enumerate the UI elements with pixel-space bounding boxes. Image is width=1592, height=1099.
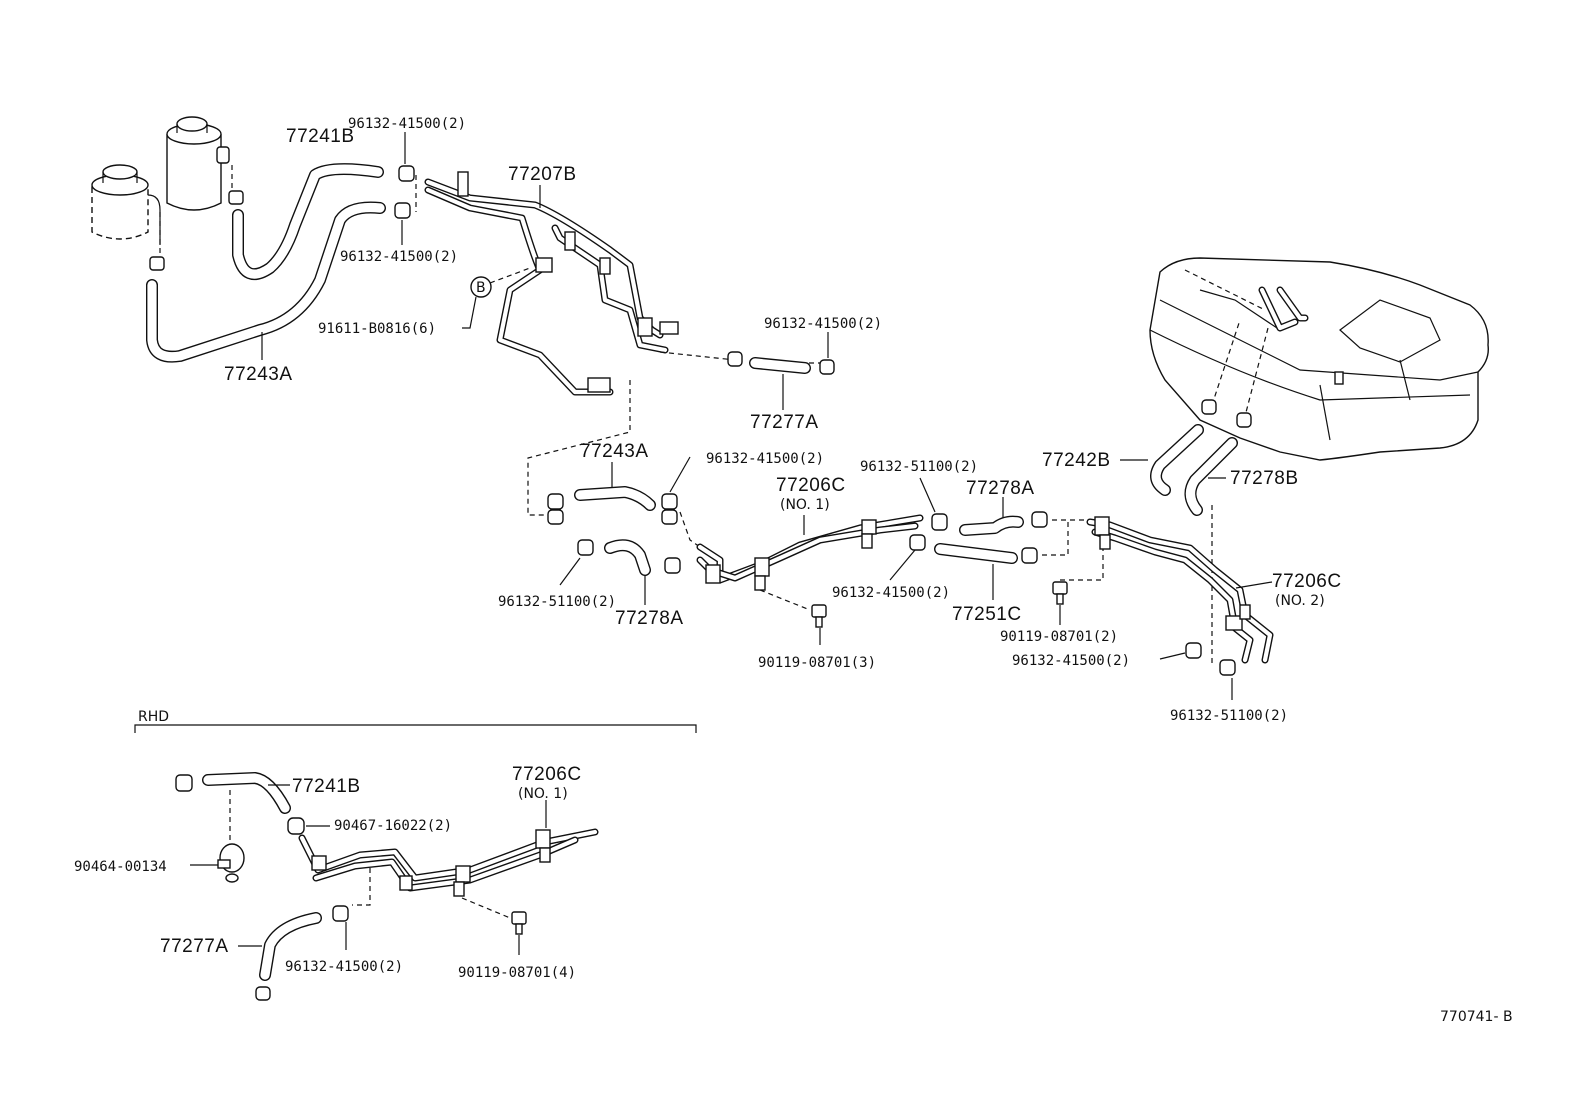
hose-clamp-icon <box>149 190 244 271</box>
label-96132-41500-f: 96132-41500(2) <box>1012 653 1130 669</box>
label-77206c-no1: 77206C <box>776 475 846 496</box>
label-90467: 90467-16022(2) <box>334 818 452 834</box>
label-77243a-mid: 77243A <box>580 441 649 462</box>
hose-clamp-icon <box>175 774 193 792</box>
label-90119-2: 90119-08701(2) <box>1000 629 1118 645</box>
hose-77241b-rhd <box>202 772 291 814</box>
fuel-tank-icon <box>1149 257 1489 461</box>
label-96132-41500-a: 96132-41500(2) <box>348 116 466 132</box>
hose-77277a-rhd <box>259 912 322 981</box>
bolt-icon <box>1052 581 1068 605</box>
label-77251c: 77251C <box>952 604 1022 625</box>
hose-77241b-top <box>232 163 384 281</box>
label-96132-41500-rhd: 96132-41500(2) <box>285 959 403 975</box>
rhd-bracket-line <box>134 724 697 733</box>
label-77242b: 77242B <box>1042 450 1111 471</box>
label-90119-4: 90119-08701(4) <box>458 965 576 981</box>
hose-clamp-icon <box>1185 642 1236 676</box>
label-no1: (NO. 1) <box>780 497 830 513</box>
label-96132-41500-e: 96132-41500(2) <box>832 585 950 601</box>
label-77241b-rhd: 77241B <box>292 776 361 797</box>
label-90464: 90464-00134 <box>74 859 167 875</box>
label-77206c-rhd: 77206C <box>512 764 582 785</box>
hose-clamp-icon <box>255 905 349 1001</box>
hose-77242b <box>1150 424 1204 496</box>
label-77207b: 77207B <box>508 164 577 185</box>
hose-clamp-icon <box>727 351 835 375</box>
diagram-reference-number: 770741- B <box>1440 1009 1513 1025</box>
label-rhd: RHD <box>138 709 169 725</box>
hose-clamp-icon <box>577 539 681 574</box>
label-77277a-rhd: 77277A <box>160 936 229 957</box>
hose-77243a-top <box>146 201 386 363</box>
grommet-icon <box>217 843 245 883</box>
bolt-icon <box>511 911 527 935</box>
hose-clamp-icon <box>909 511 1048 564</box>
label-77277a-mid: 77277A <box>750 412 819 433</box>
hose-77251c <box>934 543 1018 564</box>
label-77278a-left: 77278A <box>615 608 684 629</box>
label-96132-51100-b: 96132-51100(2) <box>498 594 616 610</box>
reservoir-icon <box>91 116 230 245</box>
hose-77278a-right <box>959 515 1024 536</box>
label-96132-41500-b: 96132-41500(2) <box>340 249 458 265</box>
pipe-77206c-no2 <box>1086 516 1274 664</box>
hose-clamp-icon <box>1201 399 1252 428</box>
hose-77278b <box>1184 437 1238 516</box>
label-96132-51100-c: 96132-51100(2) <box>1170 708 1288 724</box>
hose-clamp-icon <box>394 165 415 219</box>
hose-77243a-mid <box>574 486 656 511</box>
bolt-icon <box>811 604 827 628</box>
hose-77278a-left <box>604 539 651 576</box>
label-77278b: 77278B <box>1230 468 1299 489</box>
label-77206c-no2: 77206C <box>1272 571 1342 592</box>
clip-icon <box>287 817 305 835</box>
circle-b-letter: B <box>476 280 486 296</box>
pipe-77207b <box>424 171 679 396</box>
label-no2: (NO. 2) <box>1275 593 1325 609</box>
label-90119-3: 90119-08701(3) <box>758 655 876 671</box>
hose-clamp-icon <box>547 493 678 525</box>
hose-77277a-mid <box>749 357 811 374</box>
label-96132-41500-c: 96132-41500(2) <box>764 316 882 332</box>
label-77278a-right: 77278A <box>966 478 1035 499</box>
label-91611: 91611-B0816(6) <box>318 321 436 337</box>
pipe-77206c-no1 <box>696 514 924 591</box>
label-96132-41500-d: 96132-41500(2) <box>706 451 824 467</box>
pipe-77206c-rhd <box>298 828 599 897</box>
label-no1-rhd: (NO. 1) <box>518 786 568 802</box>
label-77241b-top: 77241B <box>286 126 355 147</box>
circle-b-callout: B <box>470 276 492 298</box>
label-96132-51100-a: 96132-51100(2) <box>860 459 978 475</box>
label-77243a-top: 77243A <box>224 364 293 385</box>
